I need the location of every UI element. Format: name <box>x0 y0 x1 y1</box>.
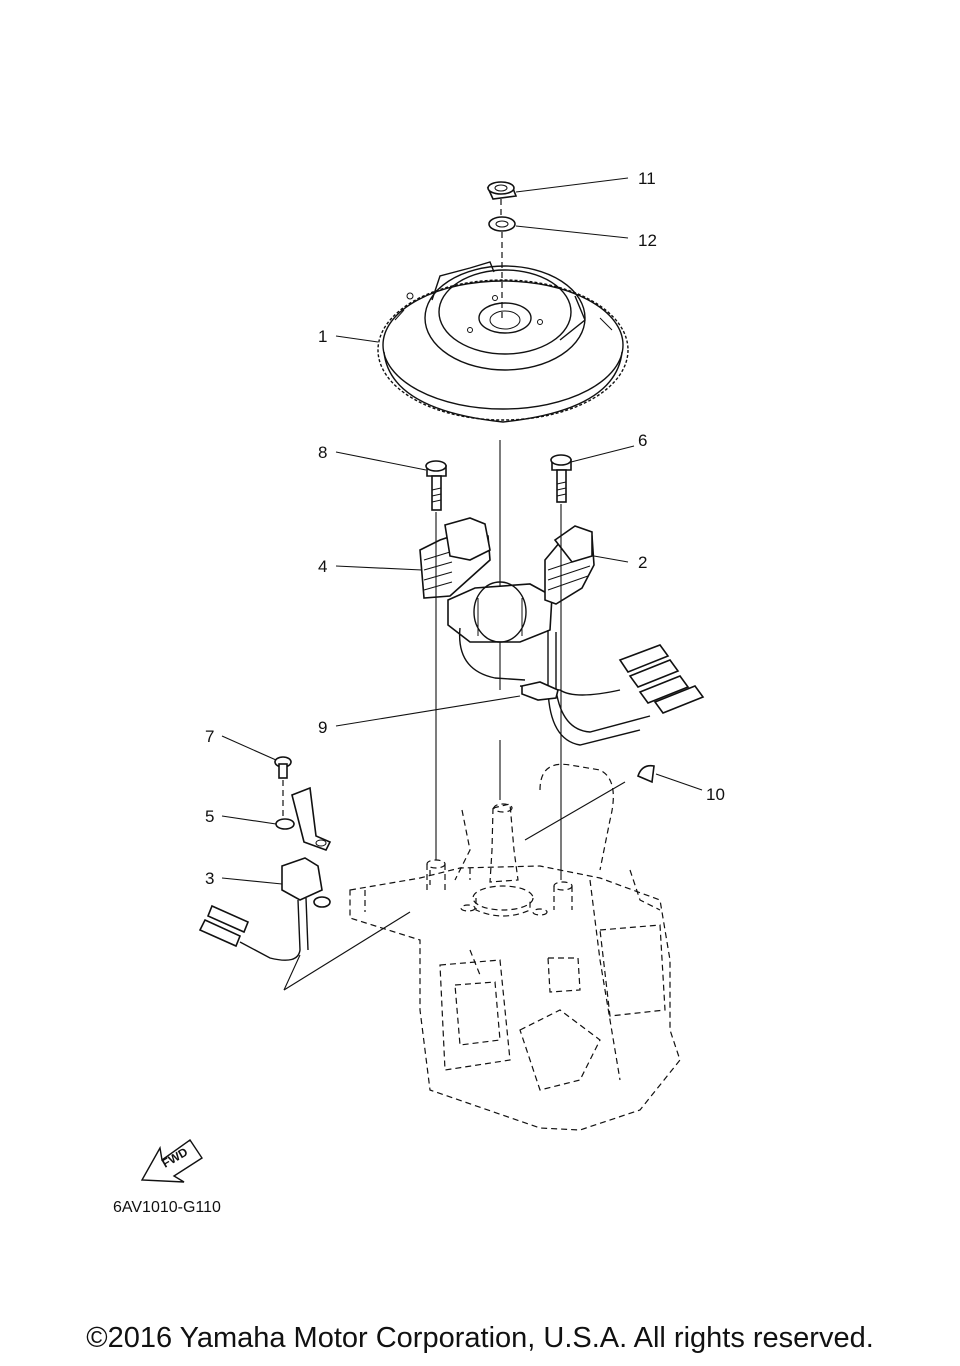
washer-part[interactable] <box>488 216 516 232</box>
callout-2: 2 <box>638 553 647 572</box>
clamp-part[interactable] <box>521 681 559 701</box>
callout-1: 1 <box>318 327 327 346</box>
callout-6: 6 <box>638 431 647 450</box>
screw-part-7[interactable] <box>274 756 292 779</box>
engine-block <box>349 763 681 1131</box>
fwd-arrow-icon: FWD <box>140 1139 203 1183</box>
sensor-part[interactable] <box>198 857 331 961</box>
callout-7: 7 <box>205 727 214 746</box>
callout-9: 9 <box>318 718 327 737</box>
callout-8: 8 <box>318 443 327 462</box>
callout-12: 12 <box>638 231 657 250</box>
callout-5: 5 <box>205 807 214 826</box>
callout-leaders <box>221 177 703 885</box>
bolt-part-8[interactable] <box>425 460 447 511</box>
callout-4: 4 <box>318 557 327 576</box>
callout-10: 10 <box>706 785 725 804</box>
stator-assembly[interactable] <box>419 517 705 746</box>
diagram-code: 6AV1010-G110 <box>113 1199 221 1216</box>
callout-11: 11 <box>638 169 656 188</box>
svg-text:FWD: FWD <box>160 1145 191 1171</box>
bracket-part[interactable] <box>275 786 332 851</box>
nut-part[interactable] <box>486 181 518 200</box>
callout-3: 3 <box>205 869 214 888</box>
flywheel-part[interactable] <box>377 261 629 423</box>
copyright-notice: ©2016 Yamaha Motor Corporation, U.S.A. A… <box>86 1322 874 1354</box>
bolt-part-6[interactable] <box>550 454 572 503</box>
key-part[interactable] <box>637 764 655 784</box>
